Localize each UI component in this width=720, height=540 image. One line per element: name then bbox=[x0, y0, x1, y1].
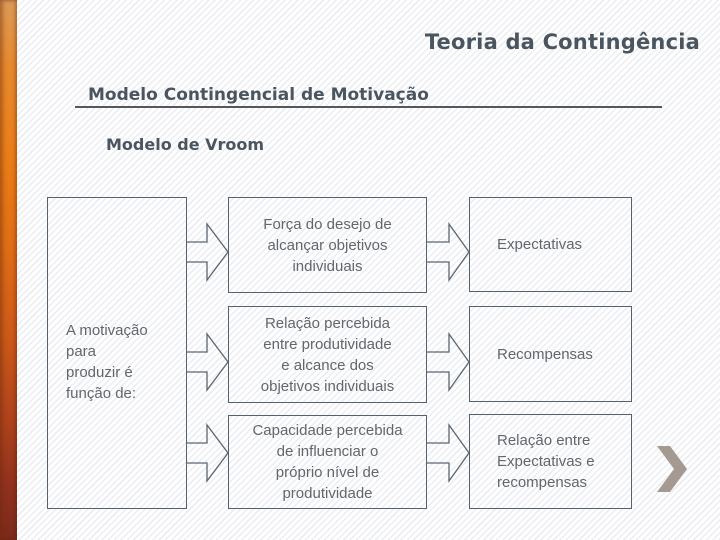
accent-sidebar bbox=[0, 0, 17, 540]
block-arrow-icon bbox=[427, 332, 470, 392]
section-heading: Modelo de Vroom bbox=[106, 135, 265, 154]
diagram-factor-box: Força do desejo de alcançar objetivos in… bbox=[228, 197, 427, 293]
next-chevron-icon bbox=[657, 446, 687, 492]
diagram-factor-box: Relação percebida entre produtividade e … bbox=[228, 306, 427, 403]
block-arrow-icon bbox=[186, 423, 229, 483]
slide-subtitle: Modelo Contingencial de Motivação bbox=[88, 85, 429, 105]
block-arrow-icon bbox=[427, 222, 470, 282]
diagram-outcome-box: Relação entre Expectativas e recompensas bbox=[469, 414, 632, 509]
subtitle-underline bbox=[75, 106, 662, 108]
block-arrow-icon bbox=[186, 222, 229, 282]
diagram-outcome-box: Expectativas bbox=[469, 197, 632, 292]
block-arrow-icon bbox=[186, 332, 229, 392]
slide-title: Teoria da Contingência bbox=[424, 30, 700, 54]
diagram-factor-box: Capacidade percebida de influenciar o pr… bbox=[228, 415, 427, 509]
diagram-source-box: A motivação para produzir é função de: bbox=[47, 197, 187, 509]
block-arrow-icon bbox=[427, 423, 470, 483]
diagram-outcome-box: Recompensas bbox=[469, 306, 632, 402]
